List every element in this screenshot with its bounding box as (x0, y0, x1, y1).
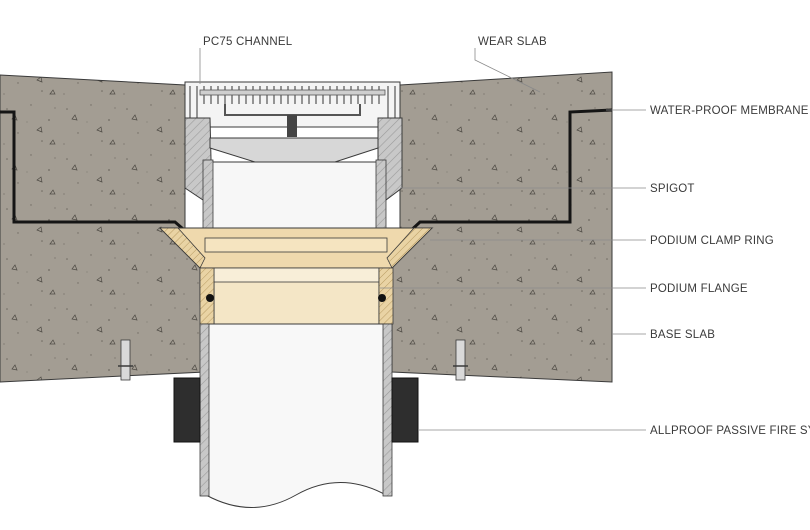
spigot-wall-left (202, 159, 214, 235)
pipe-wall-right (382, 323, 393, 497)
seal-left (206, 294, 214, 302)
label-membrane: WATER-PROOF MEMBRANE (650, 105, 809, 117)
spigot-body (206, 161, 382, 235)
label-flange: PODIUM FLANGE (650, 283, 748, 295)
label-wear-slab: WEAR SLAB (478, 36, 547, 48)
spigot-wall-right (375, 159, 387, 235)
grate-top-bar (199, 89, 386, 96)
seal-right (378, 294, 386, 302)
anchor-bolt-left (118, 339, 133, 381)
label-spigot: SPIGOT (650, 183, 695, 195)
clamp-ring-band (204, 237, 388, 253)
bolt (287, 115, 297, 137)
anchor-bolt-right (453, 339, 468, 381)
outlet-funnel (209, 137, 379, 163)
label-base-slab: BASE SLAB (650, 329, 715, 341)
fire-collar-left (173, 377, 201, 443)
fire-collar-right (391, 377, 419, 443)
label-clamp-ring: PODIUM CLAMP RING (650, 235, 774, 247)
pipe-wall-left (199, 323, 210, 497)
clamp-ring-hatch-right (386, 227, 433, 269)
label-channel: PC75 CHANNEL (203, 36, 293, 48)
concrete-slab-right (391, 71, 613, 383)
clamp-ring-hatch-left (159, 227, 206, 269)
label-fire-system: ALLPROOF PASSIVE FIRE SYSTEM (650, 425, 810, 437)
leader-lines (199, 48, 646, 431)
flange-rim (213, 267, 380, 283)
pipe (205, 323, 387, 508)
